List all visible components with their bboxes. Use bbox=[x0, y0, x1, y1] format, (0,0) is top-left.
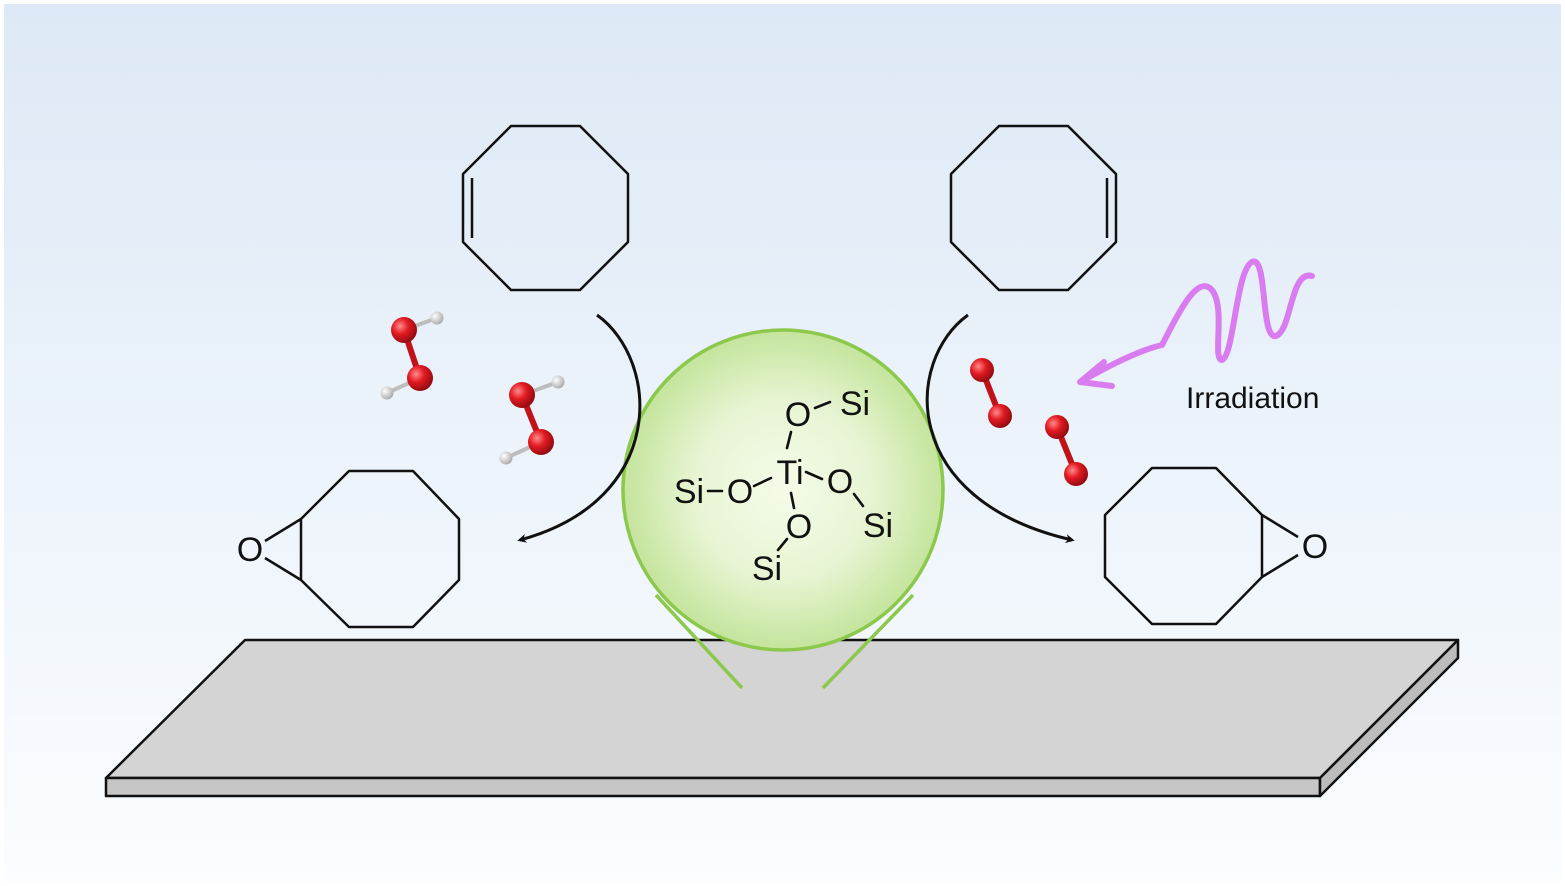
silicon-bottom: Si bbox=[752, 550, 782, 588]
oxygen-right: O bbox=[827, 463, 853, 501]
epoxide-oxygen-left: O bbox=[237, 531, 263, 569]
substrate-surface bbox=[104, 638, 1460, 798]
silicon-left: Si bbox=[674, 473, 704, 511]
hydrogen-peroxide-molecule-icon bbox=[499, 375, 565, 465]
light-wave-icon bbox=[1077, 258, 1315, 389]
cyclooctene-oxide-icon: O bbox=[237, 469, 461, 629]
silicon-right: Si bbox=[863, 507, 893, 545]
surface-side-face bbox=[1318, 638, 1460, 798]
sphere-anchor-left bbox=[654, 593, 744, 690]
reaction-arrow-left bbox=[517, 313, 642, 543]
bond-ti-o-bottom bbox=[789, 491, 796, 510]
sphere-anchor-right bbox=[821, 593, 915, 690]
oxygen-molecule-icon bbox=[970, 358, 1012, 428]
surface-top-face bbox=[104, 638, 1460, 780]
bond-ti-o-top bbox=[785, 430, 793, 450]
cyclooctene-ring-icon bbox=[461, 124, 630, 292]
epoxide-oxygen-right: O bbox=[1302, 528, 1328, 566]
surface-front-face bbox=[104, 776, 1322, 798]
reaction-arrow-right bbox=[925, 313, 1075, 543]
bond-o-si-bottom bbox=[776, 537, 789, 552]
oxygen-left: O bbox=[727, 473, 753, 511]
bond-o-si-top bbox=[813, 400, 832, 410]
oxygen-top: O bbox=[785, 396, 811, 434]
titanium-silicate-site: Ti O Si O Si O Si O Si bbox=[621, 328, 945, 690]
silicon-top: Si bbox=[840, 385, 870, 423]
ti-atom: Ti bbox=[776, 454, 803, 492]
catalyst-sphere bbox=[621, 328, 945, 652]
irradiation-label: Irradiation bbox=[1186, 382, 1319, 415]
oxygen-molecule-icon bbox=[1045, 415, 1088, 486]
bond-ti-o-left bbox=[752, 476, 773, 488]
bond-o-si-right bbox=[852, 492, 865, 508]
bond-ti-o-right bbox=[804, 470, 824, 481]
ti-bonds bbox=[706, 400, 865, 552]
cyclooctene-ring-icon bbox=[949, 124, 1118, 292]
oxygen-bottom: O bbox=[786, 508, 812, 546]
hydrogen-peroxide-molecule-icon bbox=[380, 311, 444, 400]
cyclooctene-oxide-icon: O bbox=[1103, 466, 1328, 626]
